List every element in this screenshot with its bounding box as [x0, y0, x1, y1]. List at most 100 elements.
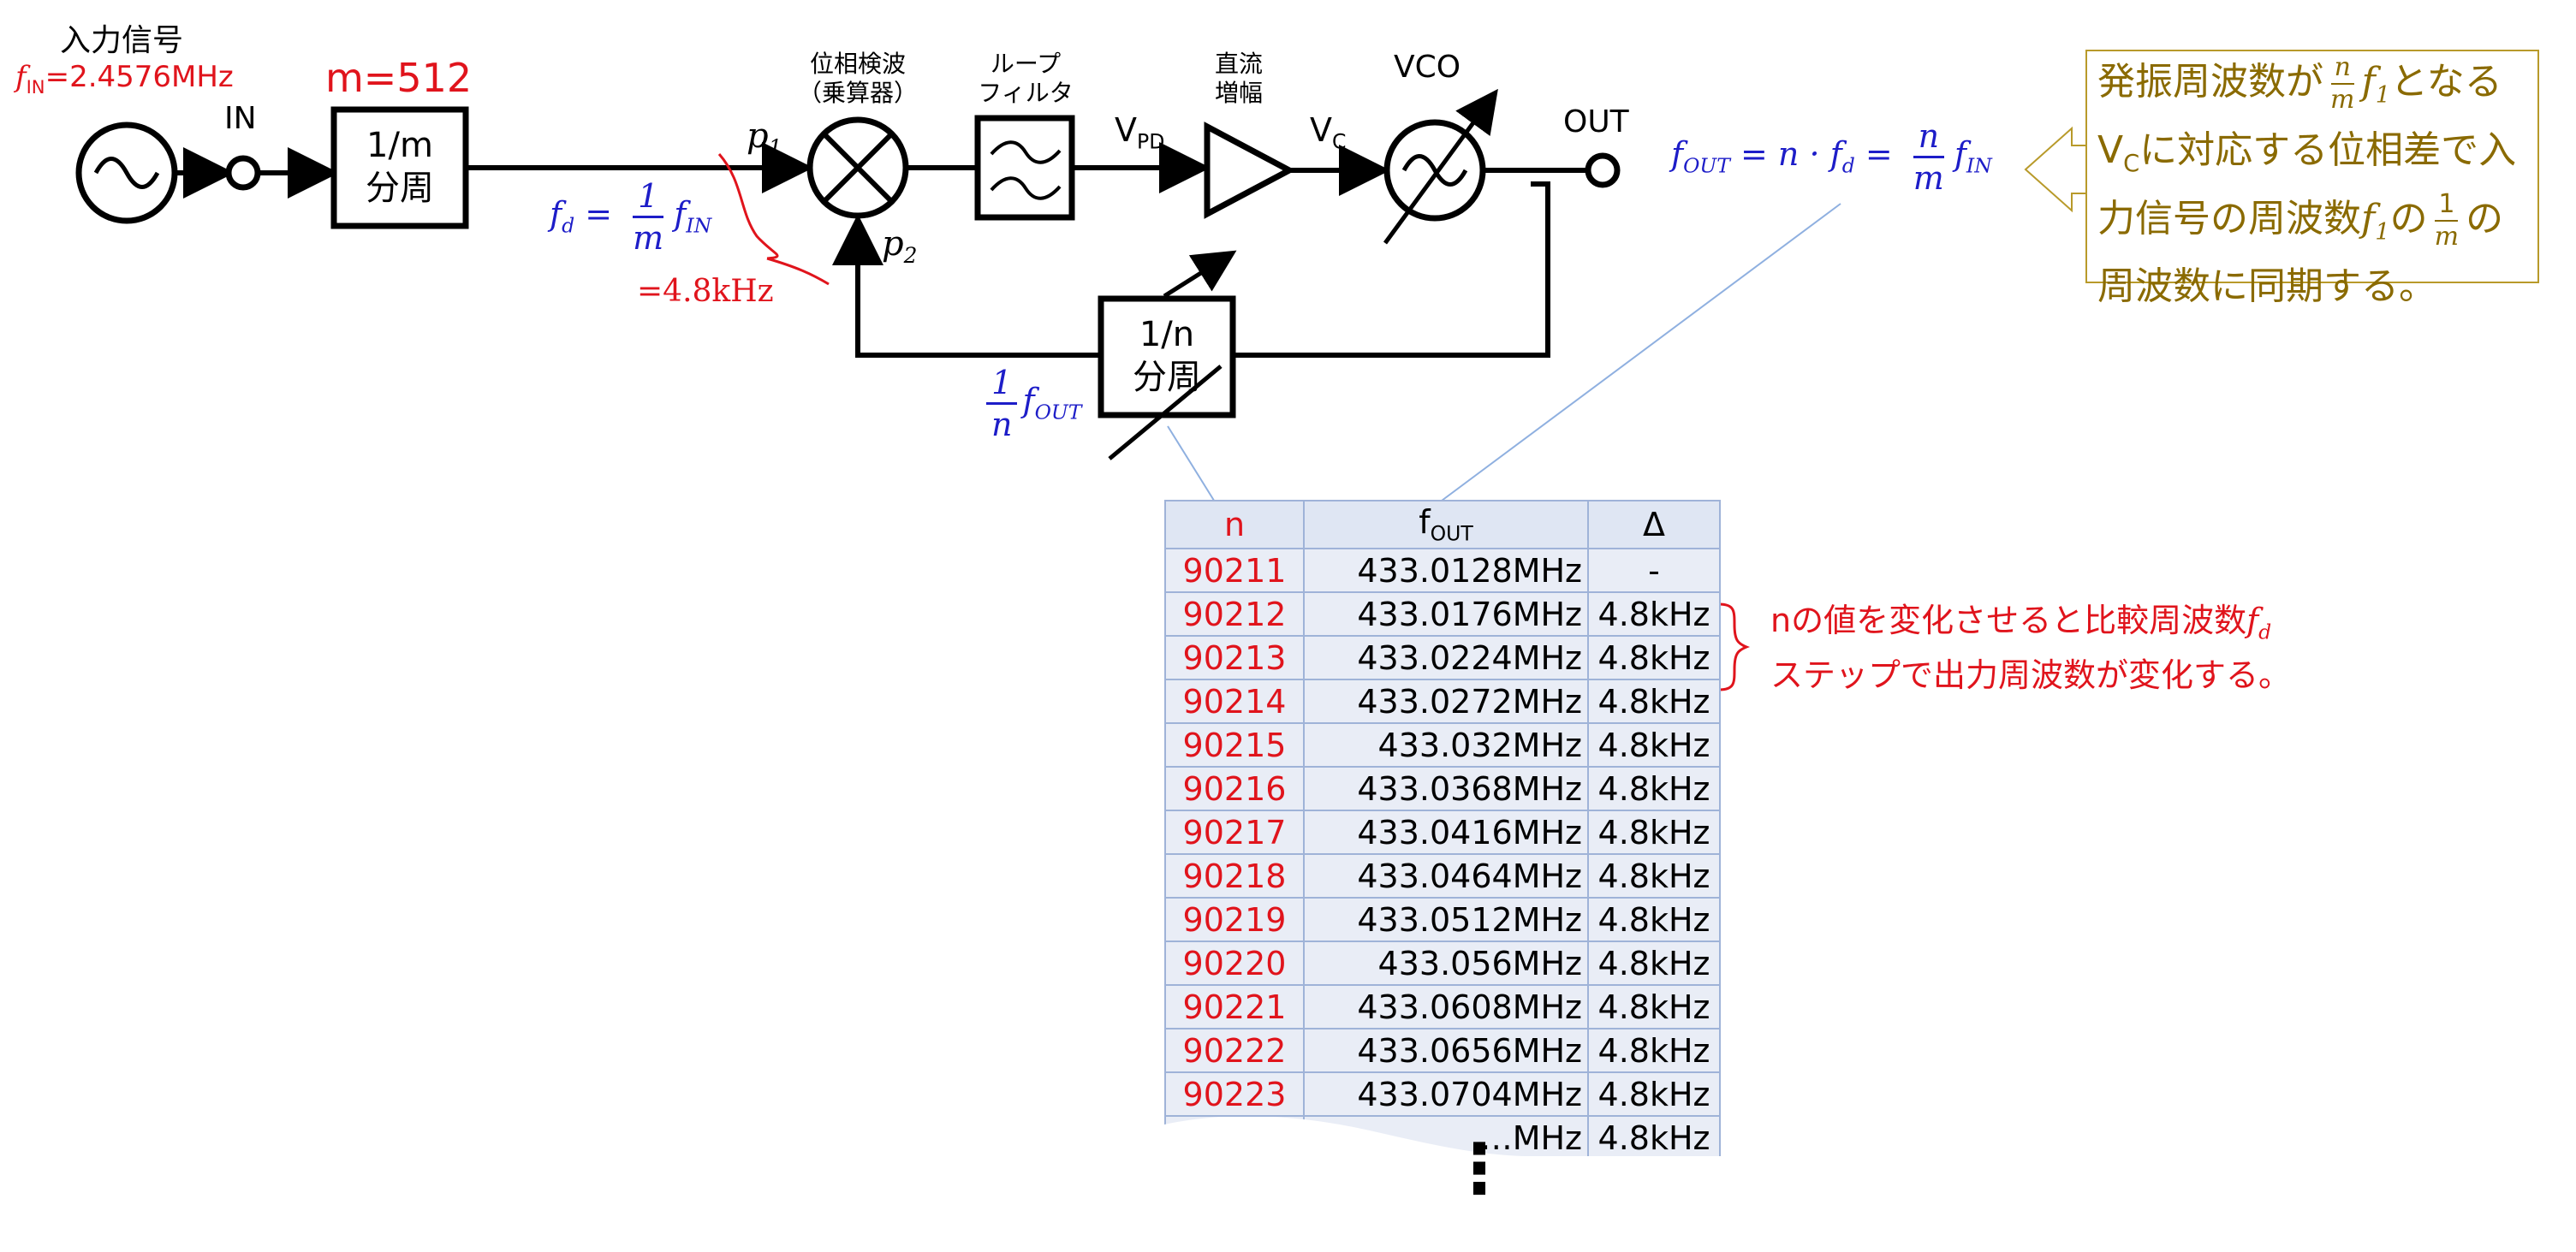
divider-n-adjust-arrow — [1108, 365, 1223, 460]
note-arrow-icon — [2024, 126, 2088, 213]
cell-n: 90215 — [1164, 722, 1305, 768]
out-terminal-icon — [1585, 152, 1621, 188]
callout-line-fout — [1437, 203, 1841, 504]
header-n: n — [1164, 500, 1305, 549]
cell-n: 90212 — [1164, 591, 1305, 637]
cell-delta: 4.8kHz — [1587, 722, 1721, 768]
note-line-4: 周波数に同期する。 — [2097, 264, 2436, 309]
wire-feedback-pd — [832, 214, 1101, 358]
header-delta: Δ — [1587, 500, 1721, 549]
cell-n: 90222 — [1164, 1028, 1305, 1073]
input-frequency-label: fIN=2.4576MHz — [15, 60, 234, 98]
input-signal-title: 入力信号 — [60, 23, 184, 58]
cell-fout: 433.0656MHz — [1303, 1028, 1589, 1073]
continuation-dots: ⋮ — [1445, 1129, 1514, 1208]
cell-fout: 433.0368MHz — [1303, 766, 1589, 811]
fd-brace — [717, 153, 830, 286]
cell-n: 90214 — [1164, 679, 1305, 724]
cell-fout: 433.0224MHz — [1303, 635, 1589, 680]
cell-delta: 4.8kHz — [1587, 591, 1721, 637]
vpd-label: VPD — [1115, 111, 1165, 154]
cell-n: 90223 — [1164, 1071, 1305, 1117]
header-fout: fOUT — [1303, 500, 1589, 549]
cell-n: 90218 — [1164, 853, 1305, 899]
cell-delta: 4.8kHz — [1587, 635, 1721, 680]
cell-delta: 4.8kHz — [1587, 679, 1721, 724]
cell-fout: 433.0272MHz — [1303, 679, 1589, 724]
vc-label: VC — [1310, 111, 1347, 154]
wire-feedback-out — [1233, 181, 1550, 358]
table-brace — [1718, 602, 1751, 691]
in-label: IN — [224, 101, 257, 136]
note-line-2: VCに対応する位相差で入 — [2097, 128, 2517, 177]
table-torn-edge — [1147, 1117, 1746, 1219]
multiplier-icon — [806, 116, 909, 219]
cell-fout: 433.056MHz — [1303, 940, 1589, 986]
cell-n: 90211 — [1164, 548, 1305, 593]
cell-n: 90217 — [1164, 810, 1305, 855]
cell-n: 90216 — [1164, 766, 1305, 811]
cell-delta: 4.8kHz — [1587, 766, 1721, 811]
cell-fout: 433.0176MHz — [1303, 591, 1589, 637]
cell-fout: 433.0512MHz — [1303, 897, 1589, 942]
dc-amp-label: 直流増幅 — [1214, 50, 1263, 107]
cell-delta: 4.8kHz — [1587, 1115, 1721, 1160]
cell-fout: 433.032MHz — [1303, 722, 1589, 768]
cell-delta: 4.8kHz — [1587, 810, 1721, 855]
fd-value: =4.8kHz — [637, 274, 774, 309]
divider-n-block — [1098, 295, 1236, 418]
cell-delta: 4.8kHz — [1587, 940, 1721, 986]
vco-icon — [1383, 88, 1498, 245]
loop-filter-block — [974, 115, 1075, 221]
cell-n: 90219 — [1164, 897, 1305, 942]
vco-label: VCO — [1394, 50, 1461, 85]
table-header-row: n fOUT Δ — [1164, 500, 1721, 549]
in-terminal-icon — [225, 155, 261, 191]
input-oscillator-icon — [75, 122, 178, 224]
cell-n: 90213 — [1164, 635, 1305, 680]
p1-label: p1 — [747, 116, 782, 160]
cell-fout: 433.0704MHz — [1303, 1071, 1589, 1117]
dc-amplifier-icon — [1204, 122, 1296, 219]
loop-filter-label: ループフィルタ — [978, 50, 1074, 107]
cell-delta: 4.8kHz — [1587, 1028, 1721, 1073]
cell-n: 90221 — [1164, 984, 1305, 1029]
cell-fout: 433.0128MHz — [1303, 548, 1589, 593]
phase-detector-label: 位相検波（乗算器） — [797, 50, 918, 107]
callout-line-n — [1167, 425, 1217, 504]
cell-fout: 433.0464MHz — [1303, 853, 1589, 899]
cell-delta: 4.8kHz — [1587, 1071, 1721, 1117]
cell-delta: - — [1587, 548, 1721, 593]
cell-delta: 4.8kHz — [1587, 897, 1721, 942]
cell-delta: 4.8kHz — [1587, 984, 1721, 1029]
gain-arrow — [1163, 250, 1237, 299]
step-explanation: nの値を変化させると比較周波数fd ステップで出力周波数が変化する。 — [1770, 602, 2292, 694]
cell-fout: 433.0416MHz — [1303, 810, 1589, 855]
out-label: OUT — [1563, 104, 1629, 139]
cell-n: 90220 — [1164, 940, 1305, 986]
m-value-label: m=512 — [325, 55, 473, 101]
